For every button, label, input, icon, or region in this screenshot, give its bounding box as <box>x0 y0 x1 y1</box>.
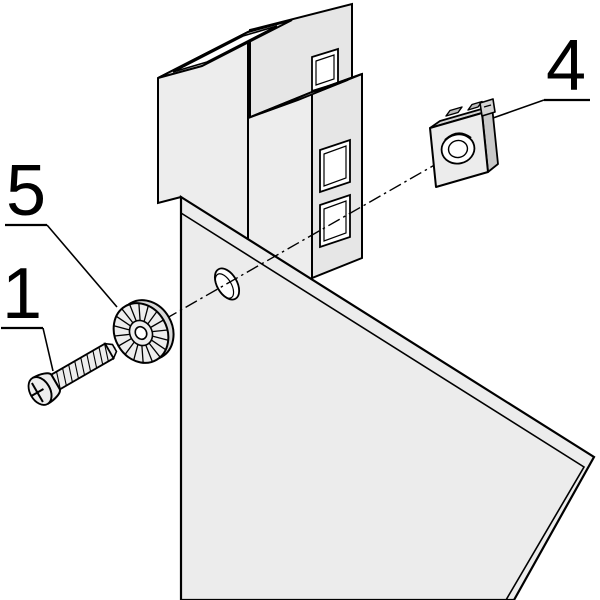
panel-face <box>179 195 596 600</box>
channel-opening <box>261 79 349 114</box>
tube-opening <box>172 25 278 73</box>
panel-thickness-edge <box>180 212 586 600</box>
screw-threads <box>55 343 109 390</box>
callout-label-screw: 1 <box>2 254 42 334</box>
washer-teeth <box>113 303 169 363</box>
screw <box>27 342 118 406</box>
square-hole-lower-inner <box>323 200 347 242</box>
square-hole-upper-inner <box>323 145 347 187</box>
cage-nut-ear <box>479 98 496 117</box>
screw-drive-cross-icon <box>31 382 44 403</box>
cage-nut-lug-left <box>445 106 463 117</box>
callout-label-cage-nut: 4 <box>546 26 586 106</box>
cage-nut-ear-slot <box>483 104 492 108</box>
center-axis-line <box>103 154 453 355</box>
cage-nut-lug-right <box>467 100 483 111</box>
callout-leader-washer <box>46 224 118 308</box>
callouts: 5 1 4 <box>1 26 590 372</box>
callout-leader-cage-nut <box>492 99 545 119</box>
callout-label-washer: 5 <box>6 151 46 231</box>
cage-nut-thread <box>447 139 469 159</box>
serrated-washer <box>112 299 175 364</box>
cage-nut-spring-clip <box>444 132 472 141</box>
profile-channel <box>247 72 363 307</box>
panel-hole-bore <box>214 273 235 299</box>
cage-nut <box>429 98 499 188</box>
washer-hole <box>134 325 148 341</box>
callout-leader-screw <box>42 327 54 372</box>
side-panel <box>179 195 596 600</box>
flange-square-hole-inner <box>315 54 335 86</box>
